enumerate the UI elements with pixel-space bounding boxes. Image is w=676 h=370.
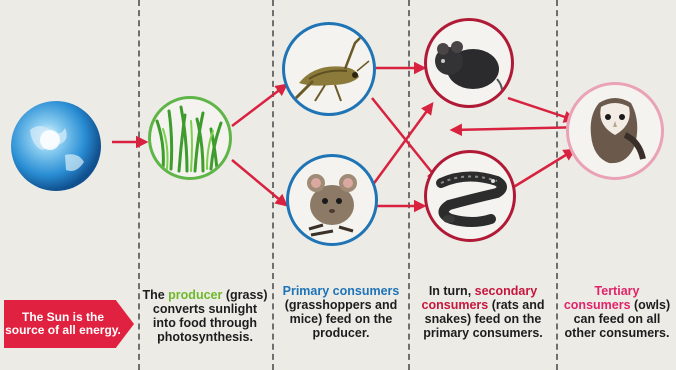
grass-icon (151, 99, 229, 177)
tertiary-consumers-highlight: Tertiary consumers (564, 284, 640, 312)
mouse-circle (286, 154, 378, 246)
grasshopper-circle (282, 22, 376, 116)
rat-circle (424, 18, 514, 108)
primary-consumers-highlight: Primary consumers (283, 284, 400, 298)
producer-caption: The producer (grass) converts sunlight i… (140, 288, 270, 344)
secondary-consumers-caption: In turn, secondary consumers (rats and s… (412, 284, 554, 340)
primary-consumers-caption-post: (grasshoppers and mice) feed on the prod… (285, 298, 398, 340)
owl-icon (569, 85, 661, 177)
arrow-grass-to-mouse (232, 160, 286, 205)
grasshopper-icon (285, 25, 373, 113)
snake-circle (424, 150, 516, 242)
owl-circle (566, 82, 664, 180)
tertiary-consumers-caption: Tertiary consumers (owls) can feed on al… (560, 284, 674, 340)
arrow-snake-to-owl (512, 150, 574, 188)
mouse-icon (289, 157, 375, 243)
sun-caption: The Sun is the source of all energy. (4, 311, 122, 337)
secondary-consumers-caption-pre: In turn, (429, 284, 475, 298)
sun-earth-circle (10, 100, 102, 192)
arrow-rat-to-owl (508, 98, 574, 120)
earth-globe-icon (10, 100, 102, 192)
arrow-mouse-to-rat (372, 104, 432, 186)
producer-grass-circle (148, 96, 232, 180)
snake-icon (427, 153, 513, 239)
primary-consumers-caption: Primary consumers (grasshoppers and mice… (276, 284, 406, 340)
sun-caption-box: The Sun is the source of all energy. (4, 300, 134, 348)
rat-icon (427, 21, 511, 105)
producer-highlight: producer (168, 288, 222, 302)
producer-caption-pre: The (142, 288, 168, 302)
arrow-grass-to-grasshopper (232, 85, 286, 126)
